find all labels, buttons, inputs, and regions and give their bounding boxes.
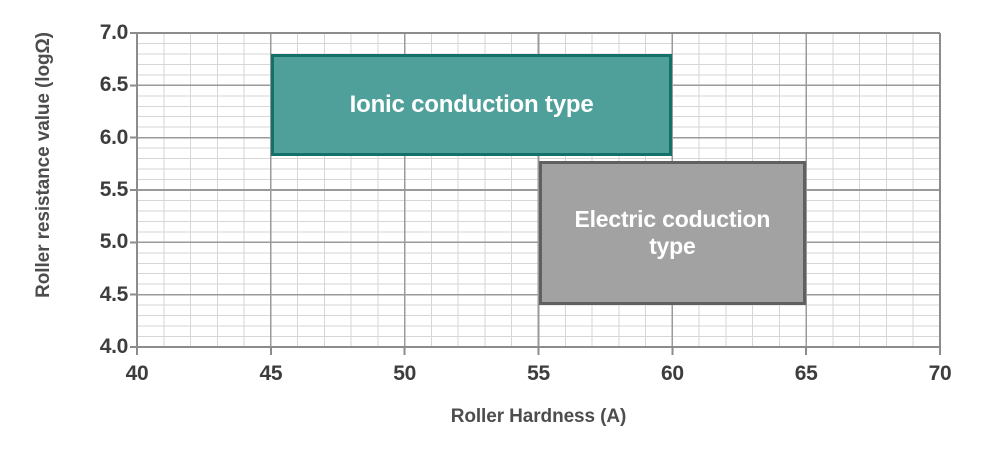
y-tick-label: 4.0 (99, 335, 129, 358)
y-tick-label: 5.5 (99, 178, 129, 201)
x-tick-label: 55 (527, 362, 550, 385)
x-axis-title: Roller Hardness (A) (450, 406, 627, 427)
x-tick-label: 60 (660, 362, 684, 385)
region-box-ionic-conduction: Ionic conduction type (270, 53, 673, 157)
region-box-electric-conduction: Electric coduction type (538, 160, 807, 306)
region-box-label: Ionic conduction type (349, 91, 594, 119)
x-tick-label: 50 (393, 362, 417, 385)
x-axis-tick-labels: 40 45 50 55 60 65 70 (126, 362, 952, 392)
y-tick-label: 6.0 (99, 125, 129, 149)
y-tick-label: 7.0 (99, 21, 129, 44)
x-tick-label: 70 (928, 362, 952, 385)
y-axis-tick-labels: 4.0 4.5 5.0 5.5 6.0 6.5 7.0 (50, 21, 129, 358)
y-tick-label: 5.0 (99, 230, 129, 254)
y-tick-label: 6.5 (99, 73, 129, 97)
x-tick-label: 40 (125, 362, 149, 385)
y-tick-label: 4.5 (99, 282, 129, 306)
x-tick-label: 65 (794, 362, 818, 385)
region-box-label: Electric coduction type (574, 206, 771, 259)
x-tick-label: 45 (259, 362, 283, 385)
